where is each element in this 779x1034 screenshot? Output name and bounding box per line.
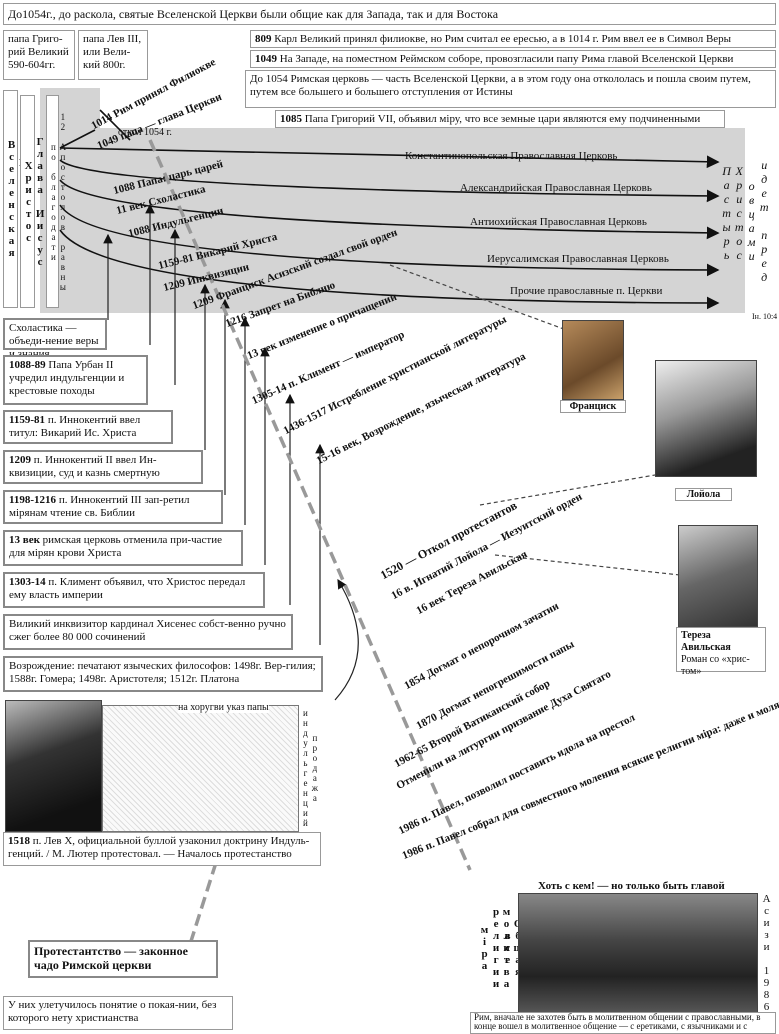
church-antioch: Антиохийская Православная Церковь: [470, 216, 647, 228]
note-clement: 1303-14 п. Климент объявил, что Христос …: [3, 572, 265, 608]
caption-francis: Франциск: [560, 400, 626, 413]
assisi-caption: Рим, вначале не захотев быть в молитвенн…: [470, 1012, 776, 1034]
split-label: откол 1054 г.: [118, 127, 172, 138]
note-inquisition: 1209 п. Иннокентий II ввел Ин-квизиции, …: [3, 450, 203, 484]
note-urban: 1088-89 Папа Урбан II учредил индульгенц…: [3, 355, 148, 405]
pope-gregory-box: папа Григо-рий Великий 590-604гг.: [3, 30, 75, 80]
note-scholasticism: Схоластика — объеди-нение веры и знания: [3, 318, 107, 360]
note-vicar: 1159-81 п. Иннокентий ввел титул: Викари…: [3, 410, 173, 444]
portrait-francis: [562, 320, 624, 400]
assisi-year: Асизи 1986: [760, 893, 773, 1013]
header-banner: До1054г., до раскола, святые Вселенской …: [3, 3, 776, 25]
timeline-band: [90, 128, 745, 313]
note-1085: 1085 Папа Григорий VII, объявил міру, чт…: [275, 110, 725, 128]
goes-before-sheep-vertical: идет пред овцами: [744, 157, 772, 284]
john-ref: Ін. 10:4: [752, 312, 778, 321]
woodcut-banner-label: на хоругви указ папы: [178, 702, 269, 713]
portrait-leo-x: [5, 700, 102, 832]
assisi-slogan: Хоть с кем! — но только быть главой: [538, 880, 725, 892]
pope-leo-box: папа Лев III, или Вели-кий 800г.: [78, 30, 148, 80]
woodcut-side-label: продажа индульгенций: [300, 708, 320, 828]
protestant-note: У них улетучилось понятие о покая-нии, б…: [3, 996, 233, 1030]
portrait-teresa: [678, 525, 758, 627]
note-1049: 1049 На Западе, на поместном Реймском со…: [250, 50, 776, 68]
apostles-vertical: 12 Апостолов равны по благодати: [46, 95, 68, 308]
assisi-photo: [518, 893, 758, 1013]
note-leo-x: 1518 п. Лев Х, официальной буллой узакон…: [3, 832, 321, 866]
caption-loyola: Лойола: [675, 488, 732, 501]
note-809: 809 Карл Великий принял филиокве, но Рим…: [250, 30, 776, 48]
church-others: Прочие православные п. Церкви: [510, 285, 663, 297]
church-alexandria: Александрийская Православная Церковь: [460, 182, 652, 194]
note-renaissance: Возрождение: печатают языческих философо…: [3, 656, 323, 692]
note-communion: 13 век римская церковь отменила при-част…: [3, 530, 243, 566]
indulgence-woodcut: [102, 705, 299, 832]
protestant-title: Протестантство — законное чадо Римской ц…: [28, 940, 218, 978]
note-cisneros: Виликий инквизитор кардинал Хисенес собс…: [3, 614, 293, 650]
christ-head-vertical: Глава Иисус Христос: [20, 95, 46, 308]
portrait-loyola: [655, 360, 757, 477]
assisi-all-religions: все религии міра: [478, 906, 514, 990]
church-jerusalem: Иерусалимская Православная Церковь: [487, 253, 669, 265]
christ-shepherd-vertical: Христос Пастырь: [719, 164, 747, 262]
note-1054: До 1054 Римская церковь — часть Вселенск…: [245, 70, 776, 108]
note-bible-ban: 1198-1216 п. Иннокентий III зап-ретил мі…: [3, 490, 223, 524]
